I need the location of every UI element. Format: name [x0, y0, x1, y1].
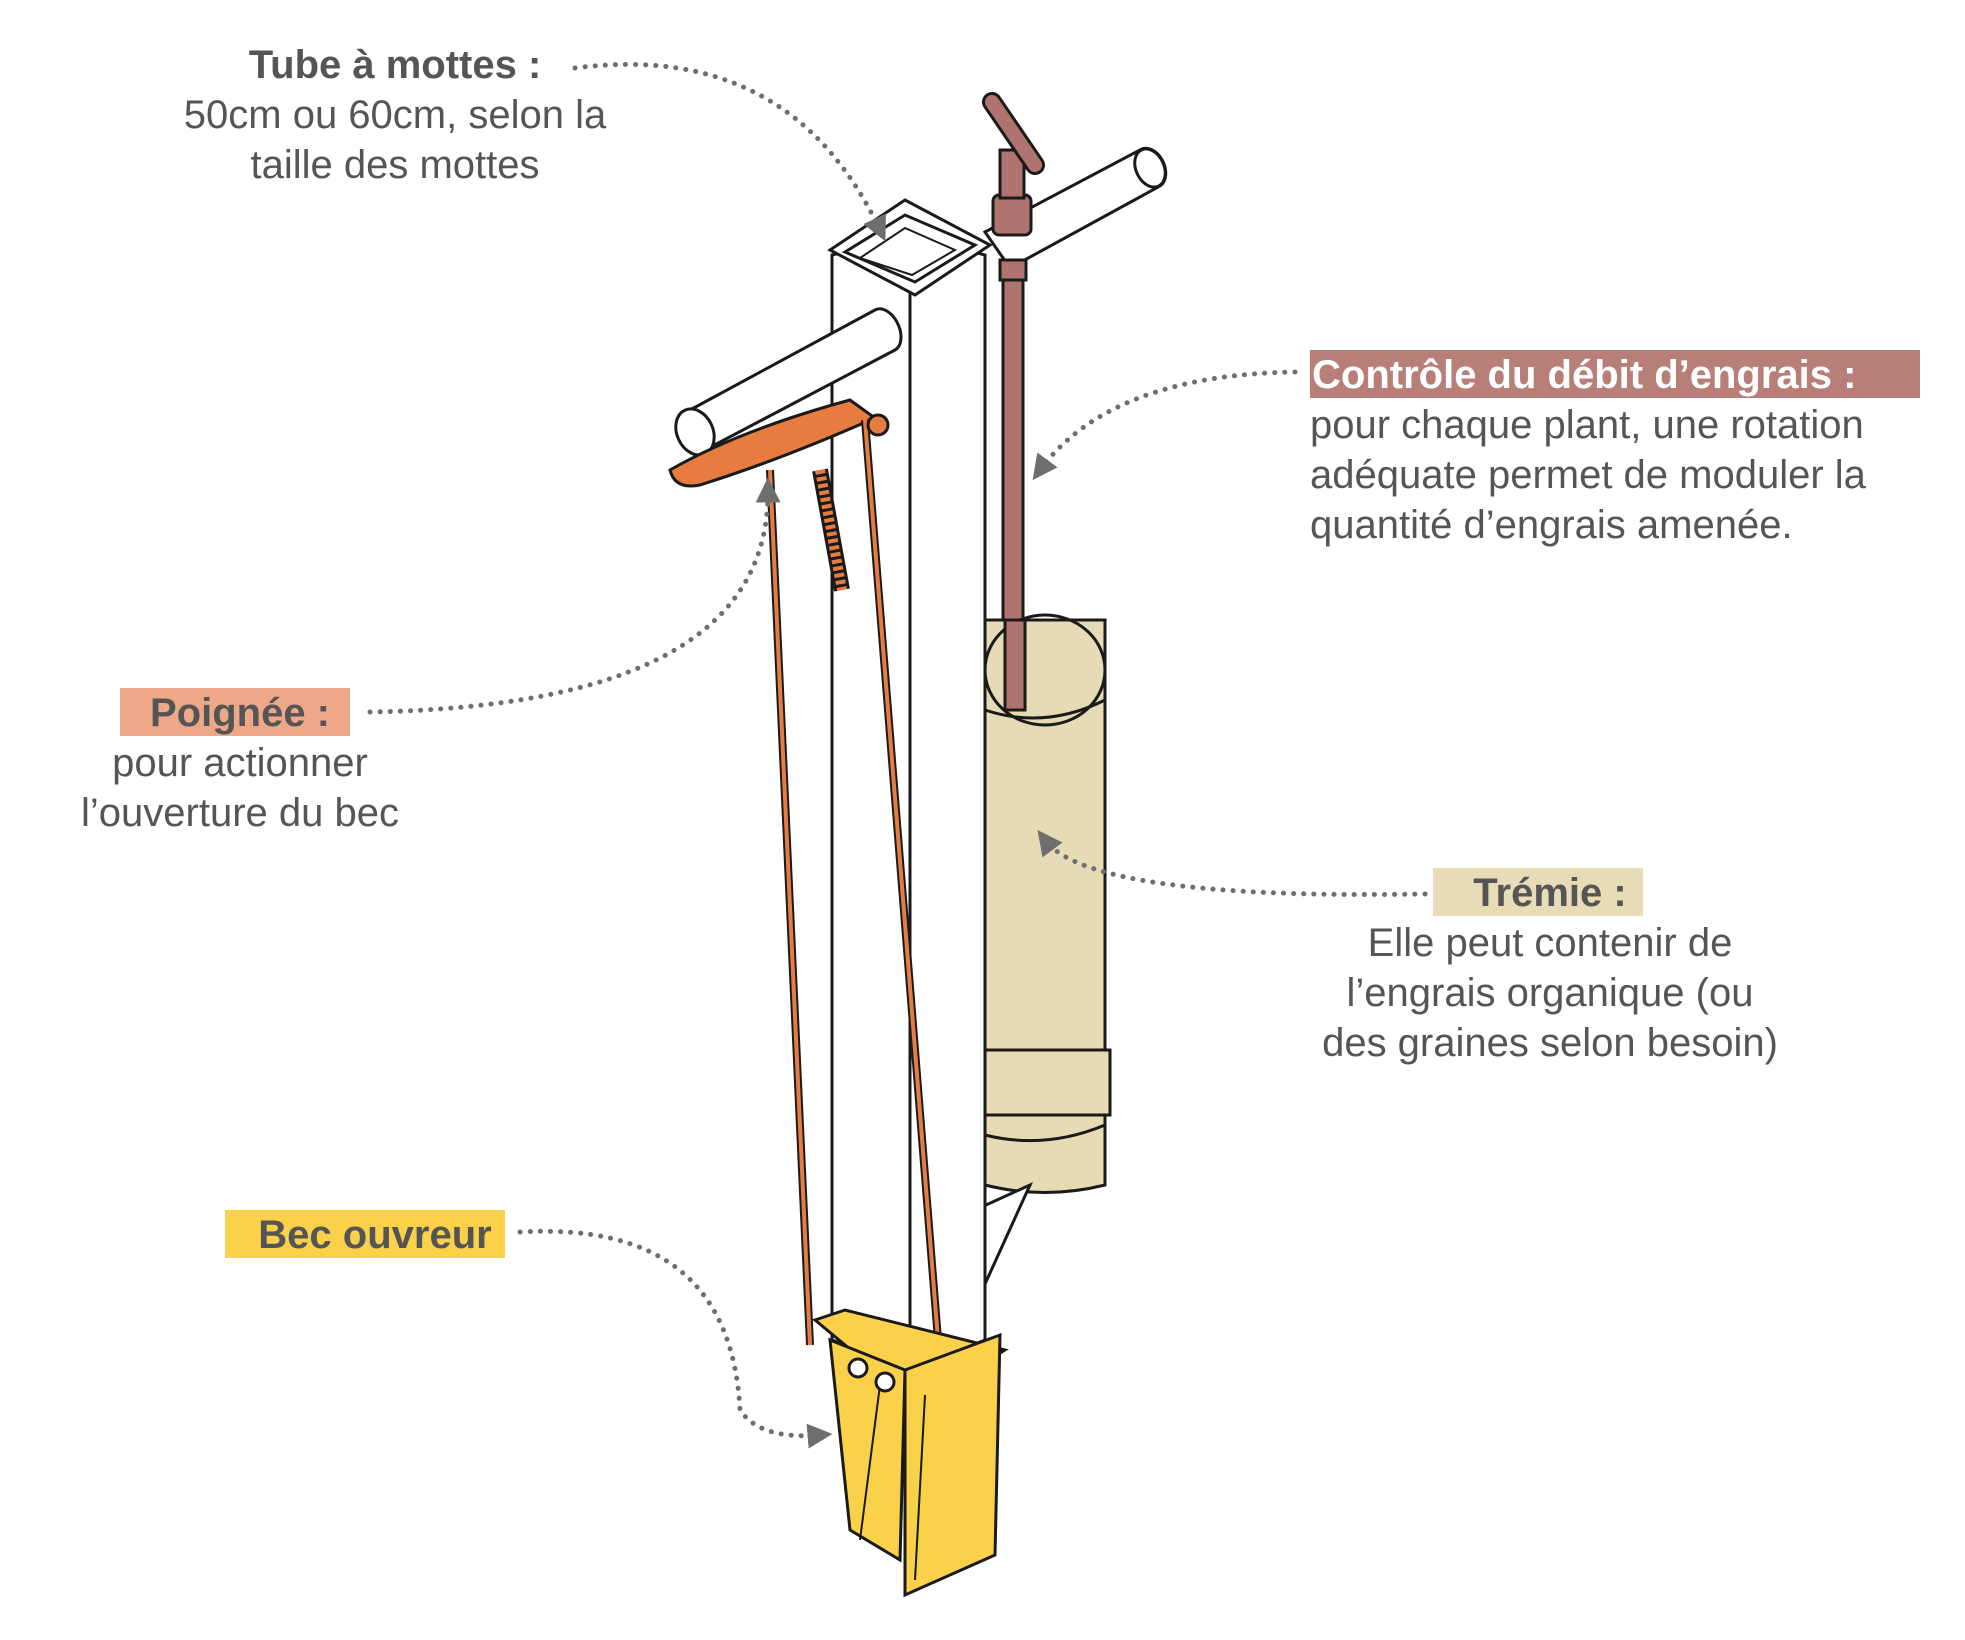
bec-title: Bec ouvreur	[258, 1213, 492, 1257]
lever-handle	[668, 398, 944, 1366]
controle-pointer	[1032, 369, 1298, 481]
tremie-description: Elle peut contenir de l’engrais organiqu…	[1322, 921, 1778, 1065]
poignee-title: Poignée :	[149, 691, 331, 735]
poignee-title-bg	[120, 688, 350, 736]
tremie-title: Trémie :	[1473, 871, 1627, 915]
controle-description: pour chaque plant, une rotation adéquate…	[1310, 403, 1866, 547]
poignee-label: Poignée : pour actionner l’ouverture du …	[40, 688, 440, 838]
fertilizer-control-rod	[982, 92, 1045, 712]
opener-beak	[811, 1308, 1009, 1598]
hopper-illustration	[973, 613, 1112, 1296]
tremie-label: Trémie : Elle peut contenir de l’engrais…	[1320, 868, 1780, 1068]
controle-label: Contrôle du débit d’engrais : pour chaqu…	[1300, 350, 1960, 550]
controle-title-bg	[1310, 350, 1920, 398]
main-tube-illustration	[827, 198, 993, 1372]
tremie-title-bg	[1433, 868, 1643, 916]
bec-pointer	[517, 1228, 833, 1449]
bec-label: Bec ouvreur	[225, 1210, 525, 1260]
tube-description: 50cm ou 60cm, selon la taille des mottes	[183, 93, 607, 187]
left-handle-bar	[674, 307, 903, 457]
tube-title: Tube à mottes :	[248, 43, 542, 87]
tremie-pointer	[1037, 830, 1428, 898]
controle-title: Contrôle du débit d’engrais :	[1312, 353, 1857, 397]
poignee-description: pour actionner l’ouverture du bec	[81, 741, 399, 835]
poignee-pointer	[367, 477, 781, 715]
bec-title-bg	[225, 1210, 505, 1258]
tube-label: Tube à mottes : 50cm ou 60cm, selon la t…	[160, 40, 630, 190]
top-handle-bar	[982, 146, 1168, 270]
